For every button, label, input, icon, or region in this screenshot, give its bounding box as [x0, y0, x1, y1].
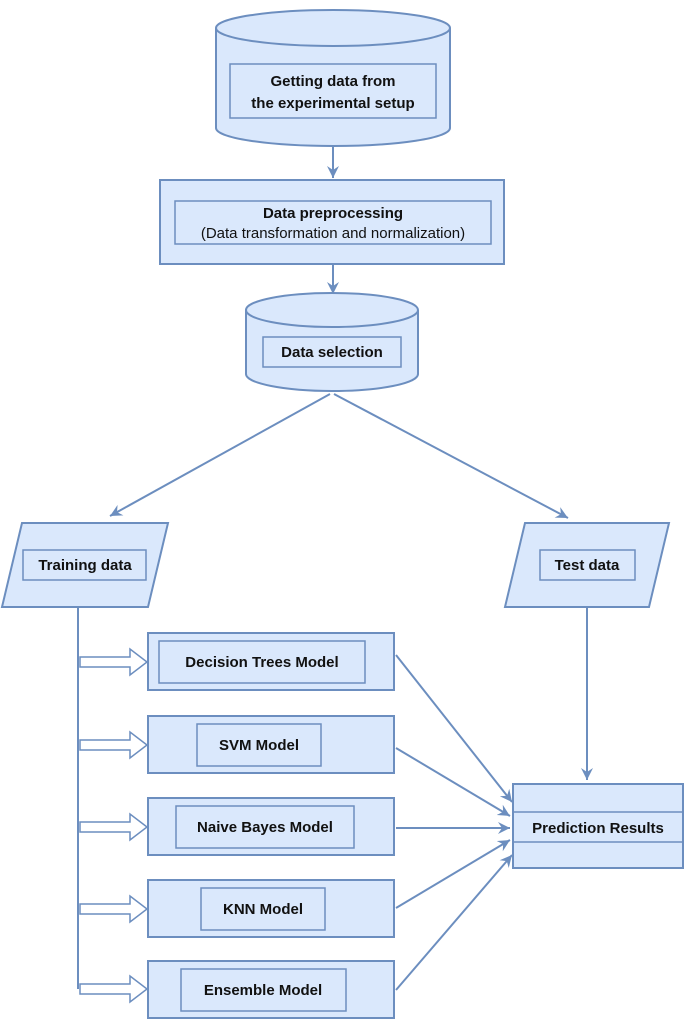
model-ensemble: Ensemble Model [147, 960, 395, 1019]
data-selection-label: Data selection [281, 344, 383, 361]
arrow-ensemble-to-results [395, 854, 513, 991]
block-arrow-knn [79, 894, 149, 924]
data-selection-cylinder: Data selection [245, 292, 419, 392]
block-arrow-svm [79, 730, 149, 760]
arrow-svm-to-results [395, 747, 511, 817]
block-arrow-decision-trees [79, 647, 149, 677]
model-label-knn: KNN Model [223, 901, 303, 918]
model-label-ensemble: Ensemble Model [204, 982, 322, 999]
block-arrow-naive-bayes [79, 812, 149, 842]
training-to-models-arrows [79, 647, 149, 1004]
arrow-decision-trees-to-results [395, 654, 513, 803]
arrow-selection-to-training [109, 393, 331, 517]
preprocessing-title: Data preprocessing [263, 205, 403, 222]
model-naive-bayes: Naive Bayes Model [147, 797, 395, 856]
preprocessing-subtitle: (Data transformation and normalization) [201, 225, 465, 242]
model-knn: KNN Model [147, 879, 395, 938]
model-label-svm: SVM Model [219, 737, 299, 754]
training-data-node: Training data [0, 522, 170, 608]
training-data-label: Training data [38, 557, 132, 574]
prediction-results-label: Prediction Results [532, 820, 664, 837]
model-label-naive-bayes: Naive Bayes Model [197, 819, 333, 836]
data-source-label-line1: Getting data from [270, 73, 395, 90]
arrow-selection-to-test [333, 393, 569, 519]
model-svm: SVM Model [147, 715, 395, 774]
block-arrow-ensemble [79, 974, 149, 1004]
model-label-decision-trees: Decision Trees Model [185, 654, 338, 671]
model-decision-trees: Decision Trees Model [147, 632, 395, 691]
data-source-label-line2: the experimental setup [251, 95, 414, 112]
test-data-node: Test data [503, 522, 671, 608]
preprocessing-box: Data preprocessing (Data transformation … [159, 179, 505, 265]
arrow-knn-to-results [395, 839, 511, 909]
test-data-label: Test data [555, 557, 620, 574]
data-source-cylinder: Getting data from the experimental setup [215, 9, 451, 147]
prediction-results-box: Prediction Results [512, 783, 684, 869]
